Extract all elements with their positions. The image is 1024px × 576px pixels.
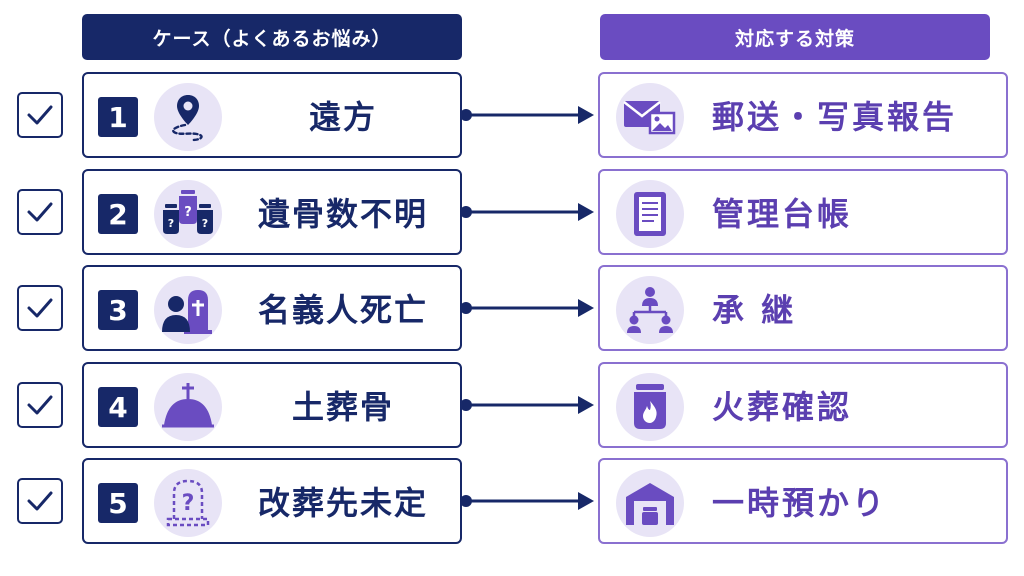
checkbox[interactable] xyxy=(17,382,63,428)
case-label: 改葬先未定 xyxy=(257,484,428,522)
case-box: 4 土葬骨 xyxy=(82,362,462,448)
undecided-grave-icon: ? xyxy=(154,469,222,537)
mail-photo-icon xyxy=(616,83,684,151)
checkmark-icon xyxy=(27,491,53,511)
solution-box: 承 継 xyxy=(598,265,1008,351)
case-box: 5 ? 改葬先未定 xyxy=(82,458,462,544)
checkmark-icon xyxy=(27,298,53,318)
checkbox[interactable] xyxy=(17,285,63,331)
case-row: 1 遠方 郵送・写真報告 xyxy=(0,70,1024,160)
succession-tree-icon xyxy=(616,276,684,344)
case-box: 1 遠方 xyxy=(82,72,462,158)
solution-box: 一時預かり xyxy=(598,458,1008,544)
svg-text:?: ? xyxy=(184,205,192,220)
checkmark-icon xyxy=(27,395,53,415)
solution-label: 管理台帳 xyxy=(712,195,853,233)
case-row: 5 ? 改葬先未定 一時預かり xyxy=(0,456,1024,546)
arrow-connector xyxy=(460,492,594,510)
case-number: 2 xyxy=(98,194,138,234)
case-number: 3 xyxy=(98,290,138,330)
solution-label: 一時預かり xyxy=(712,484,888,522)
svg-text:?: ? xyxy=(202,217,208,230)
case-label: 土葬骨 xyxy=(291,388,394,426)
solution-box: 郵送・写真報告 xyxy=(598,72,1008,158)
case-number: 5 xyxy=(98,483,138,523)
solution-box: 火葬確認 xyxy=(598,362,1008,448)
case-label: 名義人死亡 xyxy=(257,291,428,329)
solutions-header: 対応する対策 xyxy=(600,14,990,60)
arrow-connector xyxy=(460,299,594,317)
burial-mound-icon xyxy=(154,373,222,441)
case-number: 1 xyxy=(98,97,138,137)
storage-garage-icon xyxy=(616,469,684,537)
checkbox[interactable] xyxy=(17,92,63,138)
checkbox[interactable] xyxy=(17,478,63,524)
checkmark-icon xyxy=(27,105,53,125)
svg-text:?: ? xyxy=(182,491,195,516)
urns-question-icon: ? ? ? xyxy=(154,180,222,248)
person-grave-icon xyxy=(154,276,222,344)
cases-header: ケース（よくあるお悩み） xyxy=(82,14,462,60)
solution-box: 管理台帳 xyxy=(598,169,1008,255)
case-box: 2 ? ? ? 遺骨数不明 xyxy=(82,169,462,255)
arrow-connector xyxy=(460,106,594,124)
checkbox[interactable] xyxy=(17,189,63,235)
case-row: 3 名義人死亡 xyxy=(0,263,1024,353)
ledger-tablet-icon xyxy=(616,180,684,248)
arrow-connector xyxy=(460,396,594,414)
solution-label: 郵送・写真報告 xyxy=(712,98,958,136)
case-label: 遠方 xyxy=(308,98,377,136)
svg-text:?: ? xyxy=(168,217,174,230)
case-label: 遺骨数不明 xyxy=(257,195,428,233)
case-number: 4 xyxy=(98,387,138,427)
case-row: 2 ? ? ? 遺骨数不明 xyxy=(0,167,1024,257)
solution-label: 承 継 xyxy=(712,291,797,329)
arrow-connector xyxy=(460,203,594,221)
map-pin-icon xyxy=(154,83,222,151)
checkmark-icon xyxy=(27,202,53,222)
solution-label: 火葬確認 xyxy=(712,388,853,426)
case-box: 3 名義人死亡 xyxy=(82,265,462,351)
case-row: 4 土葬骨 火葬確認 xyxy=(0,360,1024,450)
cremation-urn-icon xyxy=(616,373,684,441)
